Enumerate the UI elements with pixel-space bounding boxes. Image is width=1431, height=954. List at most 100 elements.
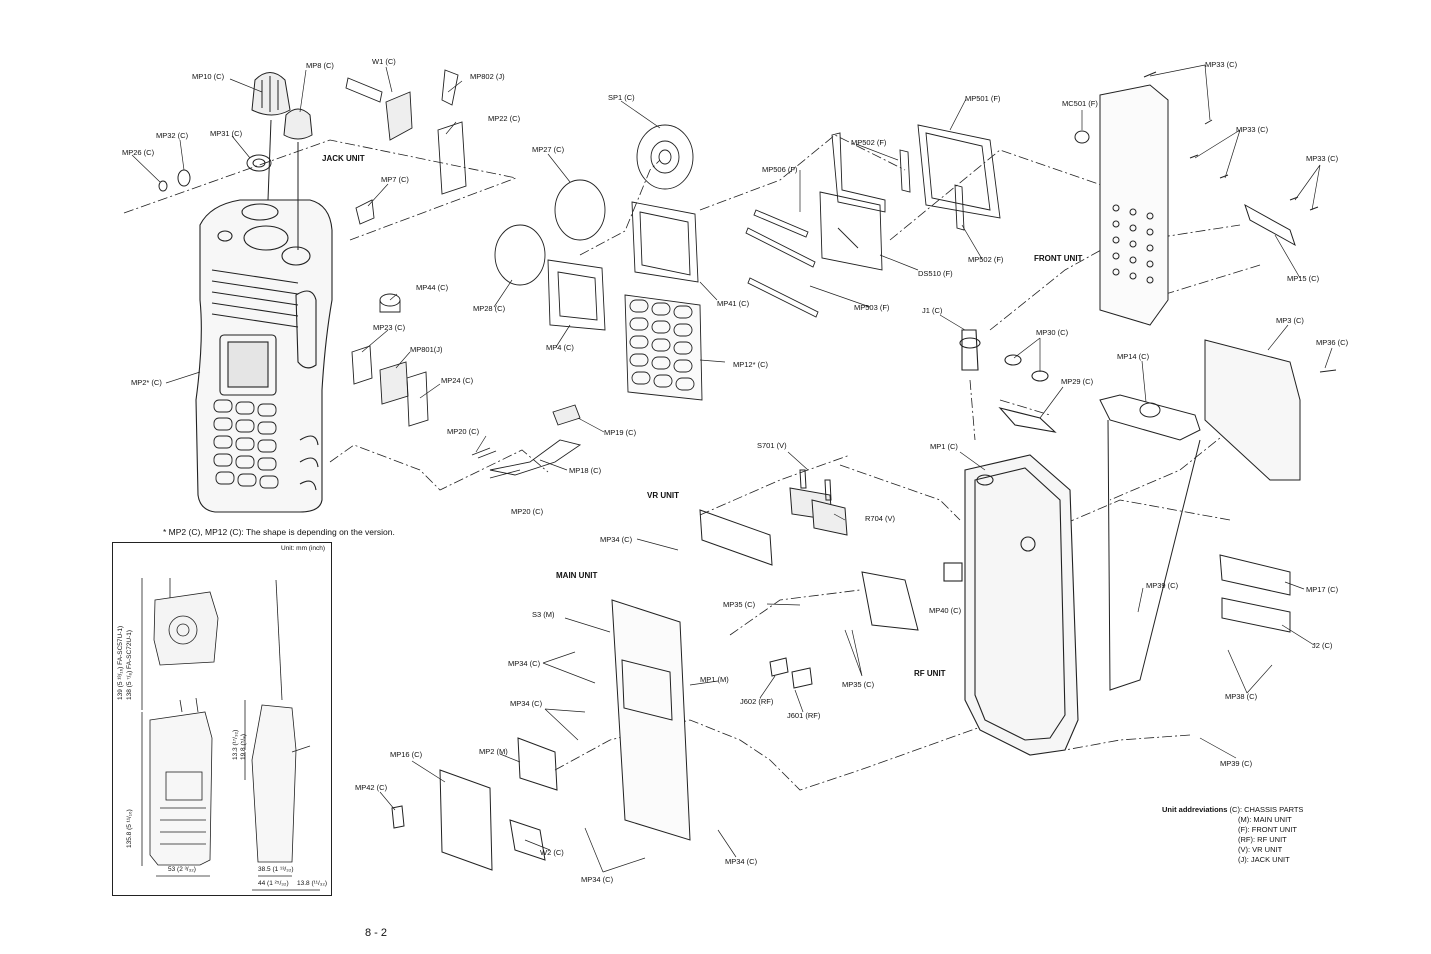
- label-mp502b: MP502 (F): [968, 255, 1004, 264]
- knobs: [158, 72, 313, 250]
- label-mp34b: MP34 (C): [508, 659, 541, 668]
- vr-unit-label: VR UNIT: [647, 491, 679, 500]
- label-mp7: MP7 (C): [381, 175, 409, 184]
- label-mp34c: MP34 (C): [510, 699, 543, 708]
- dim-depth-c: 13.8 (¹¹/₃₂): [297, 880, 328, 887]
- label-mp20a: MP20 (C): [447, 427, 480, 436]
- label-mp15: MP15 (C): [1287, 274, 1320, 283]
- label-mp503: MP503 (F): [854, 303, 890, 312]
- label-mp30: MP30 (C): [1036, 328, 1069, 337]
- label-mp801: MP801(J): [410, 345, 443, 354]
- radio-keypad: [213, 399, 279, 489]
- label-w2: W2 (C): [540, 848, 564, 857]
- label-mp44: MP44 (C): [416, 283, 449, 292]
- label-mp23: MP23 (C): [373, 323, 406, 332]
- radio-housing: [195, 199, 333, 513]
- label-mp16: MP16 (C): [390, 750, 423, 759]
- label-mp502a: MP502 (F): [851, 138, 887, 147]
- unit-abbreviation-legend: Unit addreviations (C): CHASSIS PARTS (M…: [1162, 805, 1303, 865]
- chassis-mp1: [943, 329, 1079, 756]
- label-mp40: MP40 (C): [929, 606, 962, 615]
- label-mp29: MP29 (C): [1061, 377, 1094, 386]
- label-mp1m: MP1 (M): [700, 675, 729, 684]
- label-mp39a: MP39 (C): [1146, 581, 1179, 590]
- front-unit-label: FRONT UNIT: [1034, 254, 1083, 263]
- dim-depth-a: 38.5 (1 ¹³/₃₂): [258, 866, 294, 873]
- label-mp24: MP24 (C): [441, 376, 474, 385]
- label-mp34d: MP34 (C): [581, 875, 614, 884]
- keypad-mp12: [624, 294, 703, 401]
- dim-side-a: 13.3 (¹⁷/₃₂): [232, 729, 239, 760]
- label-mp14: MP14 (C): [1117, 352, 1150, 361]
- dim-width: 53 (2 ³/₃₂): [168, 866, 196, 873]
- lcd-parts: [745, 124, 1001, 318]
- rf-unit-label: RF UNIT: [914, 669, 946, 678]
- label-mp41: MP41 (C): [717, 299, 750, 308]
- label-mp31: MP31 (C): [210, 129, 243, 138]
- legend-row: (C): CHASSIS PARTS: [1229, 805, 1304, 814]
- label-mp506: MP506 (F): [762, 165, 798, 174]
- label-j601: J601 (RF): [787, 711, 821, 720]
- label-j2: J2 (C): [1312, 641, 1333, 650]
- speaker-and-covers: [494, 124, 699, 331]
- label-mp39b: MP39 (C): [1220, 759, 1253, 768]
- main-unit-label: MAIN UNIT: [556, 571, 598, 580]
- label-mp34e: MP34 (C): [725, 857, 758, 866]
- dim-height-b: 138 (5 ⁷/₈) FA-SC72U-1): [126, 629, 133, 700]
- label-j602: J602 (RF): [740, 697, 774, 706]
- label-ds510: DS510 (F): [918, 269, 953, 278]
- label-mp802: MP802 (J): [470, 72, 505, 81]
- label-mp38: MP38 (C): [1225, 692, 1258, 701]
- label-mp27: MP27 (C): [532, 145, 565, 154]
- label-sp1: SP1 (C): [608, 93, 635, 102]
- dimensions-unit: Unit: mm (inch): [281, 545, 326, 552]
- label-mp42: MP42 (C): [355, 783, 388, 792]
- label-mp34a: MP34 (C): [600, 535, 633, 544]
- label-mc501: MC501 (F): [1062, 99, 1098, 108]
- boards: [391, 469, 919, 871]
- label-mp35a: MP35 (C): [723, 600, 756, 609]
- label-mp2m: MP2 (M): [479, 747, 508, 756]
- legend-row: (F): FRONT UNIT: [1238, 825, 1298, 834]
- legend-row: (RF): RF UNIT: [1238, 835, 1287, 844]
- label-mp33c: MP33 (C): [1306, 154, 1339, 163]
- legend-title: Unit addreviations: [1162, 805, 1228, 814]
- label-mp22: MP22 (C): [488, 114, 521, 123]
- label-j1: J1 (C): [922, 306, 943, 315]
- dim-body-height: 135.8 (5 ¹¹/₁₆): [126, 809, 133, 848]
- page-number: 8 - 2: [365, 927, 388, 939]
- label-mp2star: MP2* (C): [131, 378, 162, 387]
- dimensions-box: [112, 542, 332, 896]
- label-mp32: MP32 (C): [156, 131, 189, 140]
- legend-row: (V): VR UNIT: [1238, 845, 1283, 854]
- jack-unit-label: JACK UNIT: [322, 154, 365, 163]
- label-mp1c: MP1 (C): [930, 442, 958, 451]
- label-mp501: MP501 (F): [965, 94, 1001, 103]
- label-s701: S701 (V): [757, 441, 787, 450]
- label-w1: W1 (C): [372, 57, 396, 66]
- dimension-drawings: [141, 578, 320, 891]
- label-mp4: MP4 (C): [546, 343, 574, 352]
- legend-row: (M): MAIN UNIT: [1238, 815, 1292, 824]
- label-mp36: MP36 (C): [1316, 338, 1349, 347]
- label-mp10: MP10 (C): [192, 72, 225, 81]
- shape-version-note: * MP2 (C), MP12 (C): The shape is depend…: [163, 527, 395, 537]
- label-mp18: MP18 (C): [569, 466, 602, 475]
- label-mp33a: MP33 (C): [1205, 60, 1238, 69]
- label-mp33b: MP33 (C): [1236, 125, 1269, 134]
- dim-depth-b: 44 (1 ²⁵/₃₂): [258, 880, 289, 887]
- label-mp20b: MP20 (C): [511, 507, 544, 516]
- label-s3: S3 (M): [532, 610, 555, 619]
- front-unit-board: [1074, 71, 1319, 326]
- label-mp35b: MP35 (C): [842, 680, 875, 689]
- dim-side-b: 19.8 (⁵/₈): [240, 734, 247, 760]
- label-r704: R704 (V): [865, 514, 896, 523]
- label-mp3: MP3 (C): [1276, 316, 1304, 325]
- rear-parts: [1099, 339, 1337, 691]
- leader-lines: [131, 64, 1333, 873]
- label-mp17: MP17 (C): [1306, 585, 1339, 594]
- jack-unit-parts: [345, 69, 582, 479]
- front-board-buttons: [1112, 204, 1154, 284]
